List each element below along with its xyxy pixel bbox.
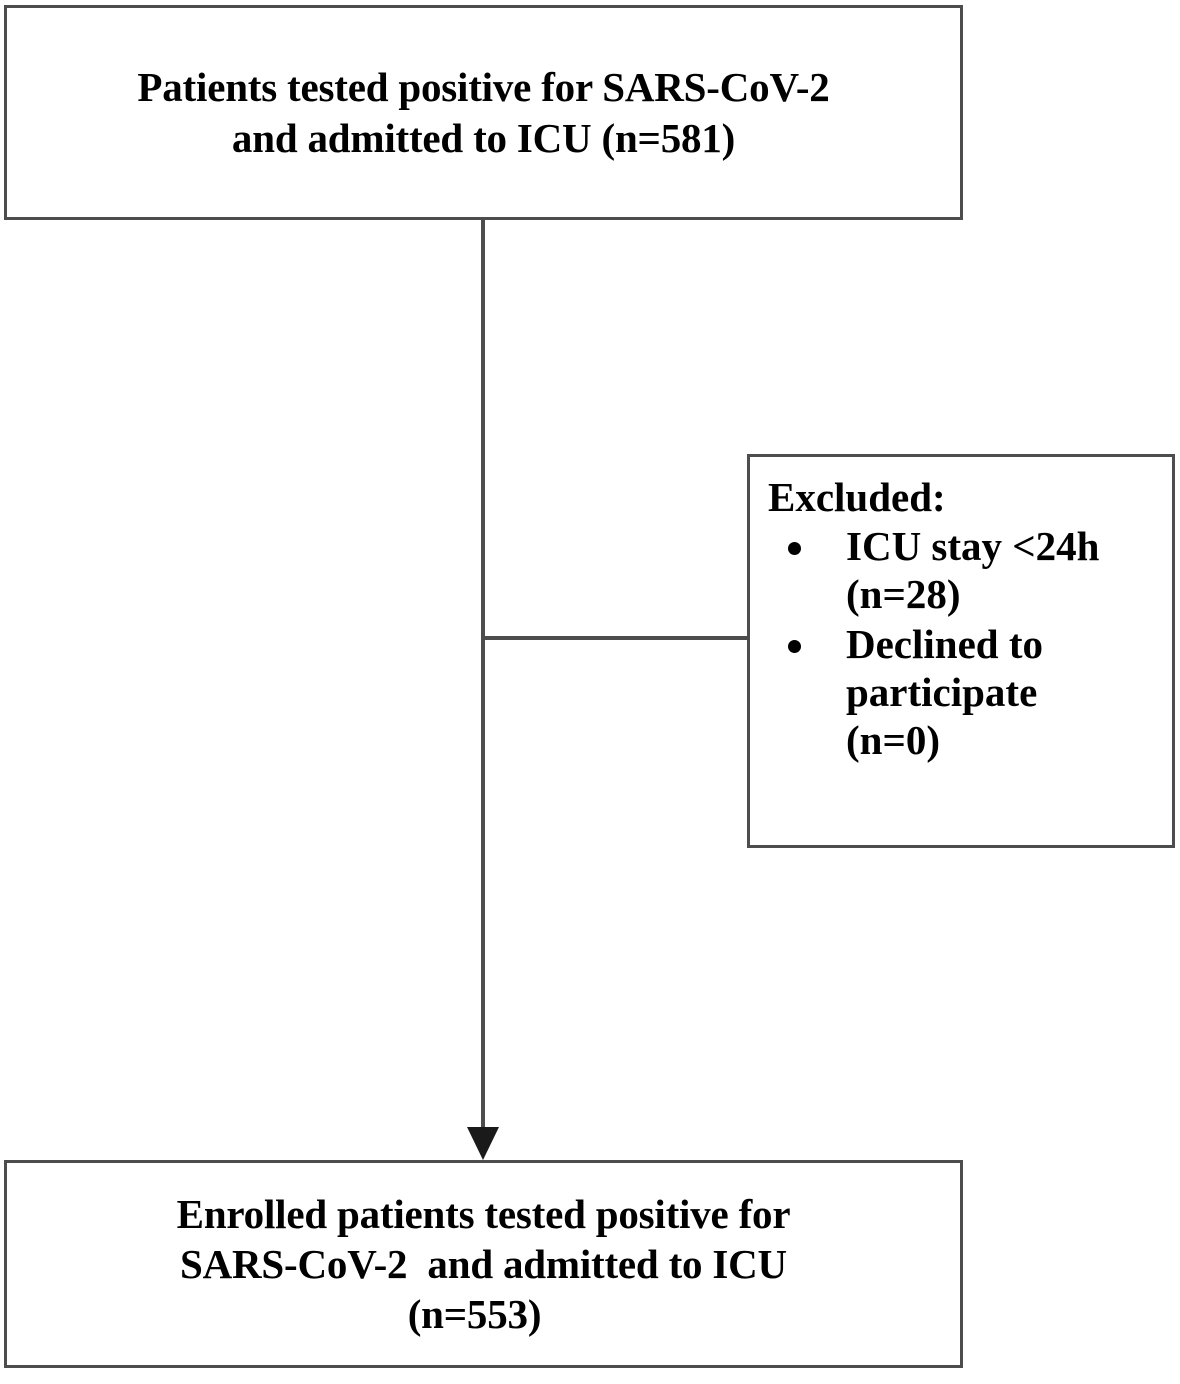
source-node-line-2: and admitted to ICU (n=581) bbox=[231, 114, 736, 161]
excluded-reason-2: Declined to participate (n=0) bbox=[846, 621, 1164, 765]
source-node-box: Patients tested positive for SARS-CoV-2 … bbox=[4, 5, 963, 220]
excluded-node-box: Excluded: ICU stay <24h (n=28) Declined … bbox=[747, 454, 1175, 848]
enrolled-node-line-1: Enrolled patients tested positive for bbox=[176, 1190, 791, 1237]
bullet-dot-icon bbox=[788, 542, 801, 556]
enrolled-node-line-2: SARS-CoV-2 and admitted to ICU bbox=[180, 1240, 787, 1287]
enrolled-node-line-3: (n=553) bbox=[407, 1291, 542, 1337]
excluded-reason-1-line-1: ICU stay <24h bbox=[846, 523, 1100, 570]
excluded-heading: Excluded: bbox=[768, 474, 946, 520]
excluded-reasons-list: ICU stay <24h (n=28) Declined to partici… bbox=[766, 523, 1164, 767]
excluded-reason-2-line-1: Declined to bbox=[846, 621, 1043, 668]
excluded-reason-2-line-3: (n=0) bbox=[846, 717, 940, 764]
list-item: Declined to participate (n=0) bbox=[766, 621, 1164, 765]
excluded-reason-1-line-2: (n=28) bbox=[846, 571, 961, 618]
arrowhead-down-icon bbox=[467, 1127, 499, 1160]
excluded-reason-1: ICU stay <24h (n=28) bbox=[846, 523, 1164, 619]
horizontal-connector-to-excluded bbox=[483, 636, 749, 640]
list-item: ICU stay <24h (n=28) bbox=[766, 523, 1164, 619]
bullet-dot-icon bbox=[788, 640, 801, 654]
source-node-line-1: Patients tested positive for SARS-CoV-2 bbox=[137, 64, 830, 111]
excluded-reason-2-line-2: participate bbox=[846, 669, 1038, 716]
vertical-connector bbox=[481, 218, 485, 1143]
enrolled-node-box: Enrolled patients tested positive for SA… bbox=[4, 1160, 963, 1368]
